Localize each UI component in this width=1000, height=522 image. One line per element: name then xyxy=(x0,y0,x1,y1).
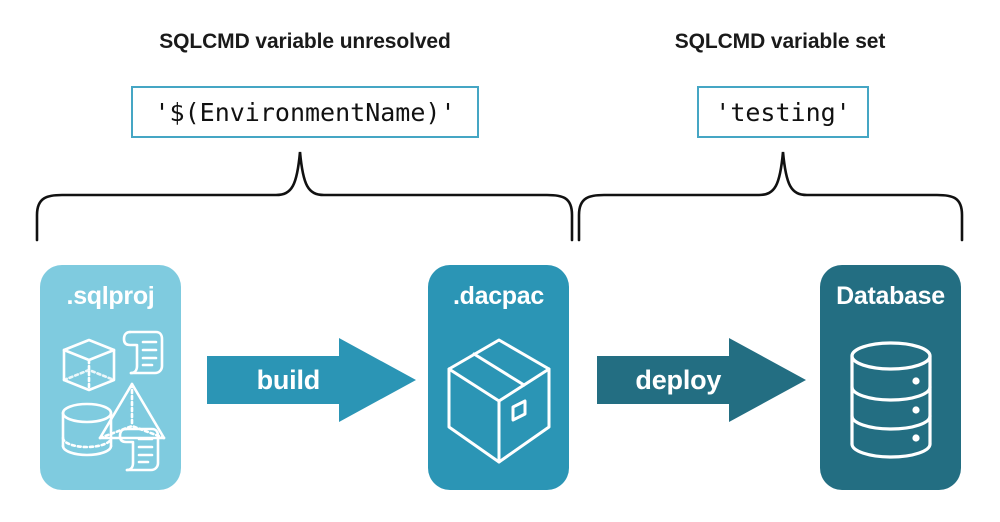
sql-project-objects-icon xyxy=(61,330,165,472)
stage-box-database: Database xyxy=(820,265,961,490)
arrow-build-shape xyxy=(207,338,416,422)
cube-icon xyxy=(62,338,115,392)
stage-label-sqlproj: .sqlproj xyxy=(66,282,155,310)
arrow-build: build xyxy=(207,338,416,422)
scroll-icon-bottom xyxy=(118,427,159,472)
database-art xyxy=(820,320,961,482)
scroll-icon-top xyxy=(122,330,163,375)
stage-label-database: Database xyxy=(836,282,945,310)
arrow-build-label: build xyxy=(256,364,321,395)
stage-label-dacpac: .dacpac xyxy=(452,282,544,310)
code-box-testing: 'testing' xyxy=(697,86,869,138)
arrow-deploy-shape xyxy=(597,338,806,422)
stage-box-sqlproj: .sqlproj xyxy=(40,265,181,490)
arrow-deploy: deploy xyxy=(597,338,806,422)
package-box-icon xyxy=(447,338,550,464)
database-cylinder-icon xyxy=(849,341,932,459)
code-box-environment-name: '$(EnvironmentName)' xyxy=(131,86,479,138)
stage-box-dacpac: .dacpac xyxy=(428,265,569,490)
heading-sqlcmd-variable-set: SQLCMD variable set xyxy=(674,30,886,53)
brace-right-icon xyxy=(577,151,964,242)
heading-sqlcmd-variable-unresolved: SQLCMD variable unresolved xyxy=(159,30,451,53)
dacpac-art xyxy=(428,320,569,482)
brace-left-icon xyxy=(35,151,574,242)
sqlproj-art xyxy=(40,320,181,482)
arrow-deploy-label: deploy xyxy=(635,364,722,395)
cylinder-icon xyxy=(61,402,112,457)
